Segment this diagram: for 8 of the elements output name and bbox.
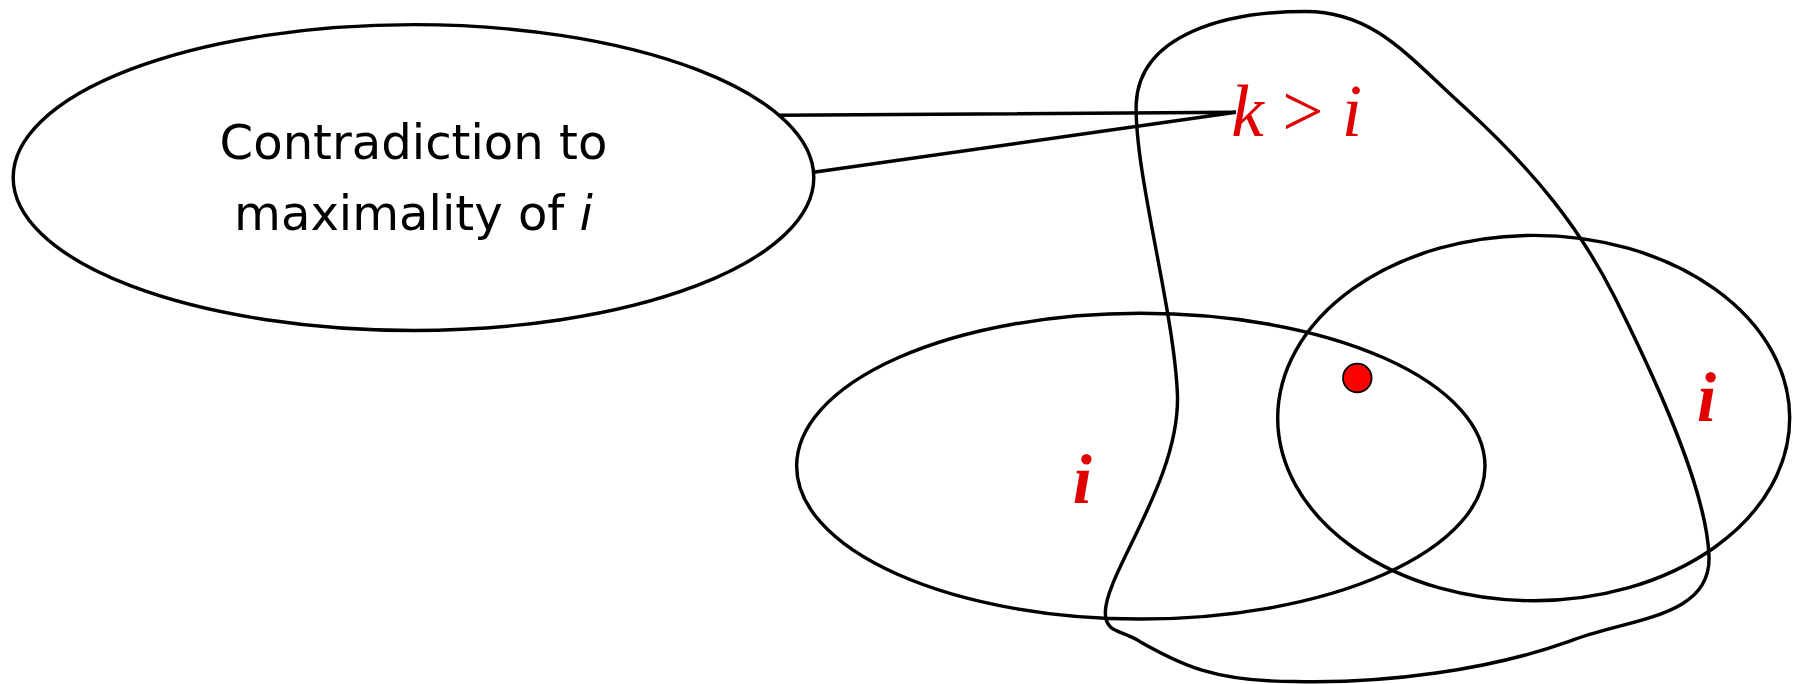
set-ellipse (794, 311, 1487, 621)
callout-tail (779, 110, 1238, 174)
speech-bubble (11, 22, 816, 333)
callout-text: Contradiction to maximality of i (218, 113, 609, 244)
set-ellipse (1276, 233, 1792, 603)
math-expression: k > i (1231, 75, 1363, 149)
math-variable: i (1072, 441, 1092, 521)
math-variable: i (1697, 359, 1717, 438)
